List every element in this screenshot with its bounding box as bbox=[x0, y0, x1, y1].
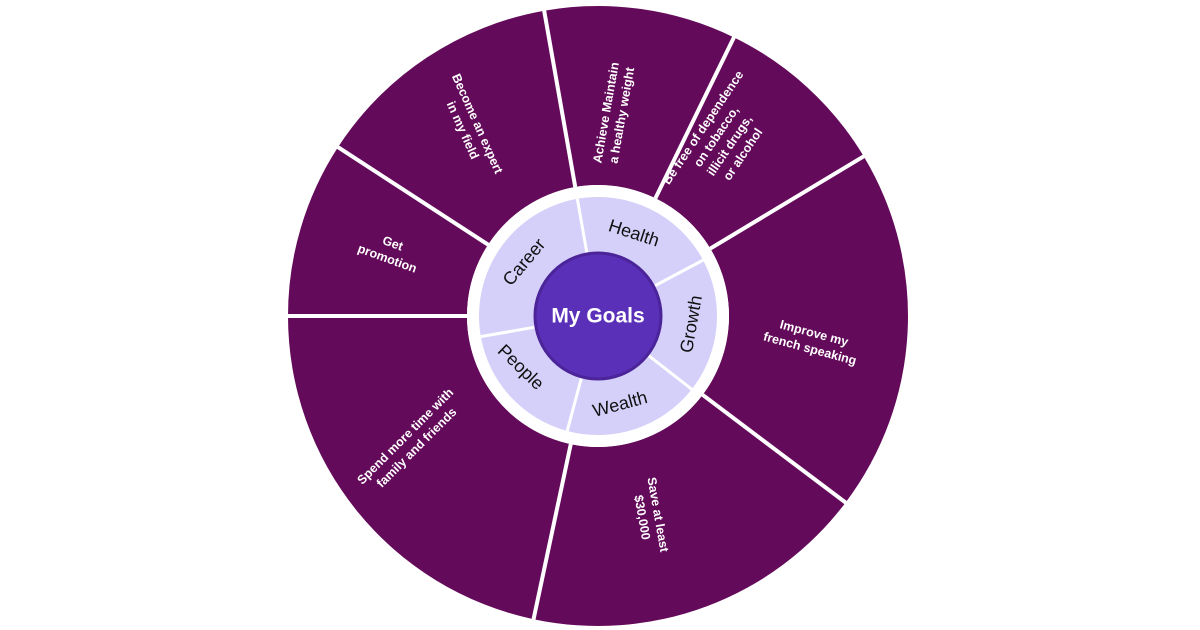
goal-divider bbox=[541, 8, 578, 188]
center-label: My Goals bbox=[551, 305, 644, 328]
category-divider bbox=[565, 376, 584, 432]
category-divider bbox=[575, 198, 589, 255]
goal-divider bbox=[653, 34, 737, 200]
goal-divider bbox=[335, 144, 490, 247]
category-divider bbox=[652, 258, 704, 288]
goal-sector-get-promotion bbox=[288, 147, 489, 316]
goal-label-line: Get bbox=[381, 233, 406, 254]
category-sector-growth bbox=[647, 260, 717, 390]
goal-divider bbox=[709, 153, 867, 251]
outer-ring bbox=[287, 5, 908, 627]
category-sector-health bbox=[577, 197, 704, 287]
goal-sector-healthy-weight bbox=[544, 5, 734, 199]
center-core: My Goals bbox=[533, 251, 663, 381]
goal-sector-french-speaking bbox=[702, 156, 908, 503]
inner-ring-dividers bbox=[480, 198, 704, 432]
category-sector-people bbox=[480, 326, 582, 431]
category-divider bbox=[646, 353, 693, 391]
inner-ring bbox=[467, 185, 729, 447]
goal-sector-free-of-dependence bbox=[655, 37, 864, 249]
category-sector-career bbox=[479, 198, 588, 337]
goal-sector-family-time bbox=[287, 316, 571, 620]
goal-divider bbox=[531, 443, 573, 622]
category-divider bbox=[480, 325, 537, 339]
goal-sector-save-money bbox=[533, 394, 846, 627]
goal-divider bbox=[701, 393, 849, 506]
goal-sector-become-expert bbox=[338, 10, 576, 245]
center-circle bbox=[533, 251, 663, 381]
category-sector-wealth bbox=[567, 354, 692, 435]
outer-ring-dividers bbox=[286, 8, 867, 622]
